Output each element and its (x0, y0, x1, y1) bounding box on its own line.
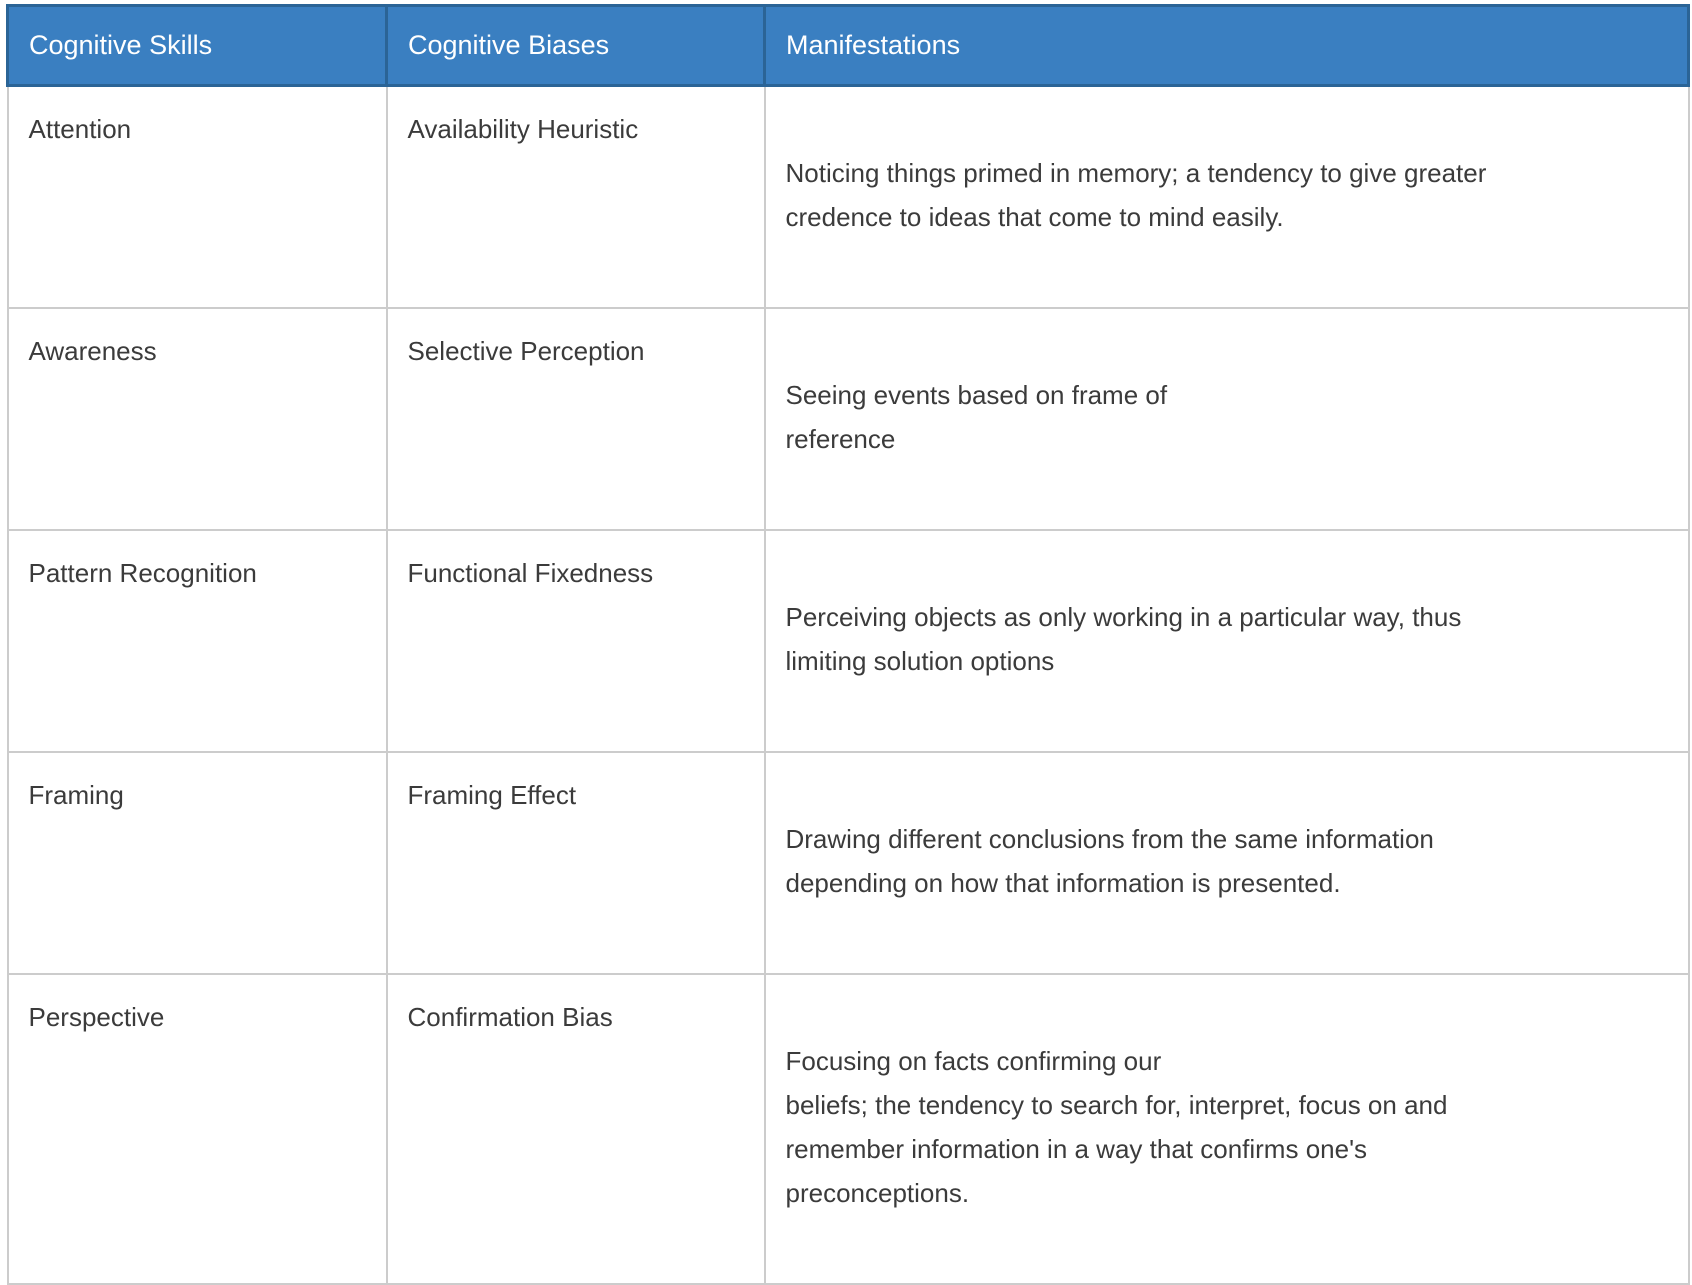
manifestation-text: Drawing different conclusions from the s… (785, 824, 1434, 898)
manifestation-text: Perceiving objects as only working in a … (785, 602, 1462, 676)
manifestation-cell: Noticing things primed in memory; a tend… (763, 84, 1690, 309)
skill-cell: Awareness (6, 307, 388, 531)
manifestation-text: Noticing things primed in memory; a tend… (785, 158, 1487, 232)
skill-cell: Pattern Recognition (6, 529, 388, 753)
bias-cell: Confirmation Bias (385, 973, 766, 1285)
manifestation-text: Focusing on facts confirming our beliefs… (785, 1046, 1448, 1208)
manifestation-cell: Perceiving objects as only working in a … (763, 529, 1690, 753)
table-row: Pattern Recognition Functional Fixedness… (6, 529, 1690, 753)
table-row: Awareness Selective Perception Seeing ev… (6, 307, 1690, 531)
skill-cell: Attention (6, 84, 388, 309)
manifestation-text: Seeing events based on frame of referenc… (785, 380, 1168, 454)
cognitive-biases-table-container: Cognitive Skills Cognitive Biases Manife… (6, 4, 1690, 1285)
header-cell-cognitive-biases: Cognitive Biases (385, 4, 766, 87)
manifestation-cell: Focusing on facts confirming our beliefs… (763, 973, 1690, 1285)
manifestation-cell: Seeing events based on frame of referenc… (763, 307, 1690, 531)
bias-cell: Framing Effect (385, 751, 766, 975)
table-body: Attention Availability Heuristic Noticin… (6, 84, 1690, 1285)
table-row: Framing Framing Effect Drawing different… (6, 751, 1690, 975)
skill-cell: Framing (6, 751, 388, 975)
table-row: Attention Availability Heuristic Noticin… (6, 84, 1690, 309)
header-cell-manifestations: Manifestations (763, 4, 1690, 87)
table-header: Cognitive Skills Cognitive Biases Manife… (6, 4, 1690, 87)
header-row: Cognitive Skills Cognitive Biases Manife… (6, 4, 1690, 87)
skill-cell: Perspective (6, 973, 388, 1285)
bias-cell: Availability Heuristic (385, 84, 766, 309)
bias-cell: Functional Fixedness (385, 529, 766, 753)
bias-cell: Selective Perception (385, 307, 766, 531)
header-cell-cognitive-skills: Cognitive Skills (6, 4, 388, 87)
table-row: Perspective Confirmation Bias Focusing o… (6, 973, 1690, 1285)
cognitive-biases-table: Cognitive Skills Cognitive Biases Manife… (6, 4, 1690, 1285)
manifestation-cell: Drawing different conclusions from the s… (763, 751, 1690, 975)
